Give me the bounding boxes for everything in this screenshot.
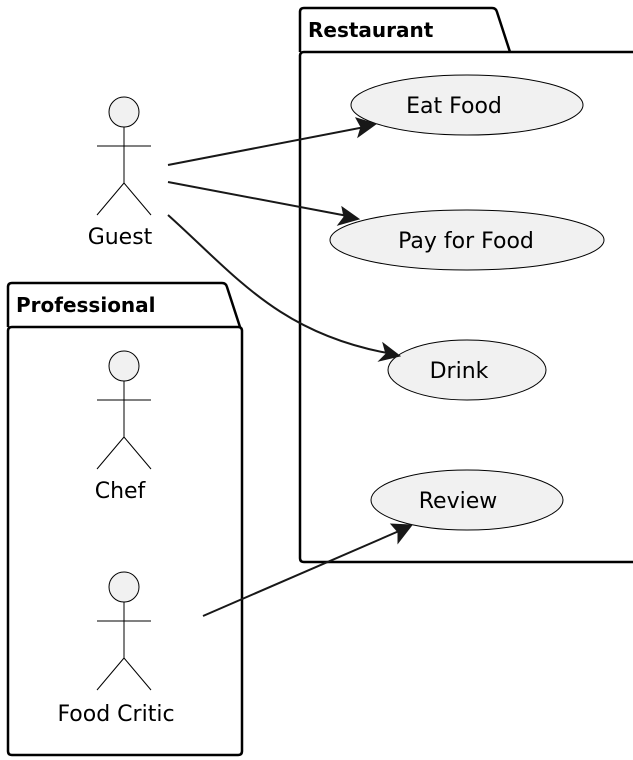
usecase-eat-food: Eat Food <box>350 74 584 136</box>
package-professional-frame <box>6 325 244 757</box>
actor-chef-label: Chef <box>95 479 147 504</box>
package-professional-tab <box>6 281 242 328</box>
package-professional-title: Professional <box>16 293 156 317</box>
package-professional: Professional <box>6 281 244 757</box>
actor-chef: Chef <box>95 350 152 504</box>
association-guest-pay-for-food <box>167 181 361 226</box>
usecase-drink-label: Drink <box>430 359 489 384</box>
actor-guest-head <box>108 96 140 128</box>
association-food-critic-review <box>202 523 413 617</box>
actor-food-critic-head <box>108 571 140 603</box>
association-guest-drink <box>167 214 402 362</box>
package-restaurant-title: Restaurant <box>308 18 434 42</box>
usecase-review-label: Review <box>419 489 498 514</box>
usecase-eat-food-label: Eat Food <box>406 94 502 119</box>
actor-guest-label: Guest <box>88 225 153 250</box>
actor-chef-head <box>108 350 140 382</box>
actor-food-critic: Food Critic <box>57 571 175 727</box>
package-restaurant: Restaurant <box>298 6 633 564</box>
package-restaurant-tab <box>298 6 512 53</box>
usecase-pay-for-food-label: Pay for Food <box>398 229 534 254</box>
usecase-drink: Drink <box>387 339 547 401</box>
actor-food-critic-label: Food Critic <box>57 702 174 727</box>
actor-guest: Guest <box>88 96 153 250</box>
usecase-pay-for-food: Pay for Food <box>329 209 605 271</box>
package-restaurant-frame <box>298 50 633 564</box>
association-guest-eat-food <box>167 117 378 166</box>
usecase-review: Review <box>370 469 564 531</box>
